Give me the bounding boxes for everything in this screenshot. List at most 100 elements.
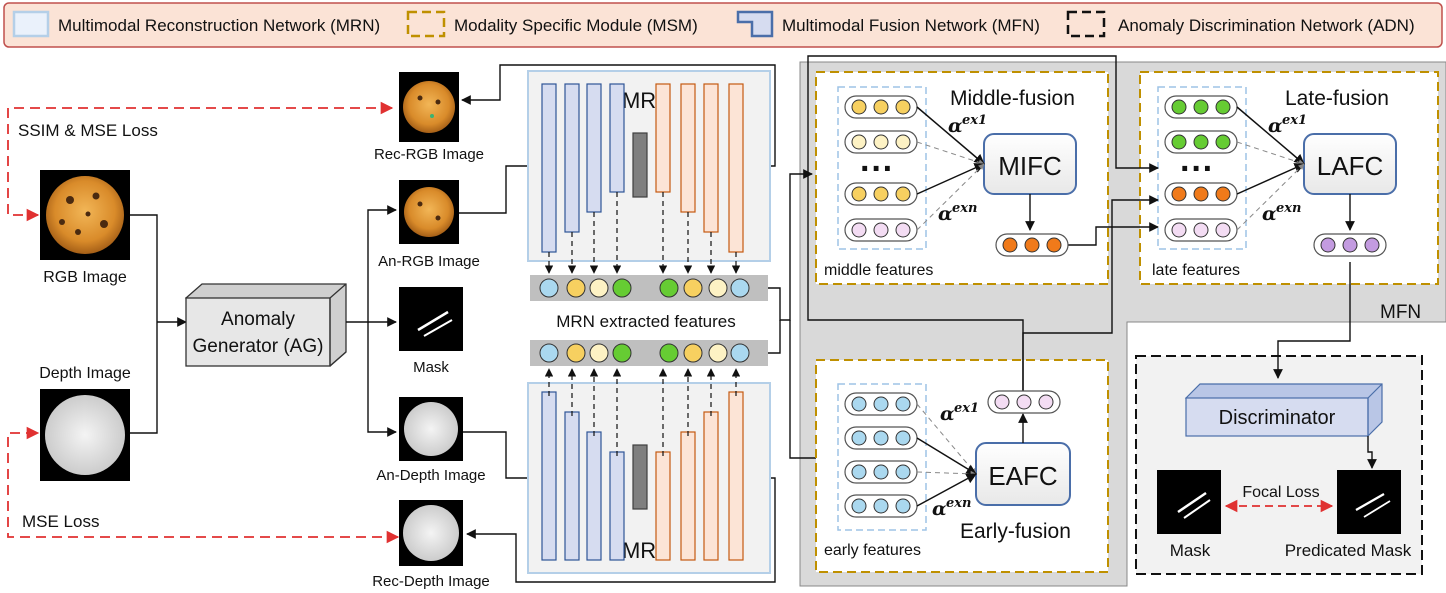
- alpha-label: α: [938, 203, 953, 225]
- feature-dot: [1171, 134, 1187, 150]
- mse-loss-arrow: [7, 426, 400, 544]
- feature-dot: [1215, 134, 1231, 150]
- mifc-label: MIFC: [998, 151, 1062, 181]
- legend-msm-label: Modality Specific Module (MSM): [454, 16, 698, 35]
- feature-dot: [1320, 237, 1336, 253]
- an-rgb-image: [399, 180, 459, 244]
- feature-dot: [612, 278, 632, 298]
- mrn-layer: [655, 451, 671, 561]
- mrn-layer: [728, 391, 744, 561]
- feature-dot: [873, 430, 889, 446]
- fusion-arrow: [1236, 163, 1305, 231]
- legend: Multimodal Reconstruction Network (MRN) …: [3, 2, 1443, 48]
- an-depth-image: [399, 397, 463, 461]
- mrn-layer: [655, 83, 671, 193]
- feature-dot: [708, 343, 728, 363]
- mrn-layer: [564, 83, 580, 233]
- feature-dot: [566, 343, 586, 363]
- mask-label: Mask: [413, 359, 449, 376]
- feature-dot: [612, 343, 632, 363]
- anomaly-generator: [184, 283, 347, 367]
- mrn-layer: [703, 411, 719, 561]
- feature-dot: [851, 498, 867, 514]
- mrn-layer: [564, 411, 580, 561]
- mrn-bottom-layers: [541, 368, 744, 561]
- feature-dot: [1046, 237, 1062, 253]
- feature-dot: [851, 430, 867, 446]
- mrn-layer: [586, 83, 602, 213]
- solid-blue-box-icon: [12, 10, 50, 38]
- feature-dot: [683, 278, 703, 298]
- feature-dot: [1171, 222, 1187, 238]
- legend-mfn-label: Multimodal Fusion Network (MFN): [782, 16, 1040, 35]
- alpha-exponent: exn: [1276, 201, 1301, 216]
- mrn-layer: [609, 451, 625, 561]
- predicted-mask-label: Predicated Mask: [1285, 541, 1412, 560]
- middle-features-label: middle features: [824, 262, 933, 279]
- feature-dot: [566, 278, 586, 298]
- fusion-arrow: [916, 163, 985, 195]
- feature-dot: [994, 394, 1010, 410]
- feature-dot: [895, 498, 911, 514]
- dashed-black-box-icon: [1066, 10, 1106, 38]
- ellipsis-text: ···: [1180, 150, 1214, 188]
- late-fusion-title: Late-fusion: [1285, 87, 1389, 110]
- anomaly-generator-line2: Generator (AG): [193, 336, 324, 357]
- alpha-label: α: [940, 403, 955, 425]
- fusion-arrow: [1236, 106, 1305, 165]
- depth-image-label: Depth Image: [39, 365, 131, 382]
- feature-dot: [1215, 222, 1231, 238]
- an-rgb-label: An-RGB Image: [378, 253, 480, 270]
- rec-rgb-label: Rec-RGB Image: [374, 146, 484, 163]
- feature-dot: [873, 464, 889, 480]
- mrn-layer: [680, 431, 696, 561]
- feature-dot: [873, 396, 889, 412]
- feature-dot: [589, 343, 609, 363]
- feature-dot: [895, 186, 911, 202]
- rgb-image-label: RGB Image: [43, 269, 127, 286]
- fusion-arrow: [1236, 163, 1305, 195]
- feature-dot: [730, 278, 750, 298]
- feature-dot: [873, 134, 889, 150]
- feature-dot: [730, 343, 750, 363]
- early-features-label: early features: [824, 542, 921, 559]
- mse-loss-label: MSE Loss: [22, 512, 99, 531]
- mrn-layer: [541, 83, 557, 253]
- feature-dot: [708, 278, 728, 298]
- feature-dot: [1342, 237, 1358, 253]
- fusion-arrow: [916, 473, 977, 507]
- discriminator-block: [1184, 383, 1383, 437]
- feature-dot: [895, 99, 911, 115]
- mrn-layer: [632, 444, 648, 510]
- dashed-gold-box-icon: [406, 10, 446, 38]
- middle-features-group: [837, 86, 927, 250]
- mrn-feature-dots: [539, 278, 750, 363]
- mrn-layer: [680, 83, 696, 213]
- early-fusion-title: Early-fusion: [960, 520, 1071, 543]
- feature-dot: [851, 186, 867, 202]
- feature-dot: [1215, 99, 1231, 115]
- mrn-layer: [703, 83, 719, 233]
- alpha-label: α: [1262, 203, 1277, 225]
- mask-image: [399, 287, 463, 351]
- alpha-exponent: ex1: [954, 401, 979, 416]
- mfn-label: MFN: [1380, 302, 1421, 323]
- feature-dot: [1193, 186, 1209, 202]
- mrn-layer: [541, 391, 557, 561]
- feature-dot: [873, 498, 889, 514]
- alpha-exponent: ex1: [962, 113, 987, 128]
- anomaly-generator-line1: Anomaly: [221, 309, 295, 330]
- feature-dot: [851, 99, 867, 115]
- feature-dot: [1215, 186, 1231, 202]
- feature-dot: [1193, 99, 1209, 115]
- feature-dot: [683, 343, 703, 363]
- feature-dot: [851, 134, 867, 150]
- feature-dot: [1024, 237, 1040, 253]
- notched-blue-box-icon: [736, 10, 774, 38]
- legend-adn-label: Anomaly Discrimination Network (ADN): [1118, 16, 1415, 35]
- feature-dot: [873, 186, 889, 202]
- feature-dot: [895, 396, 911, 412]
- feature-dot: [1193, 222, 1209, 238]
- feature-dot: [895, 464, 911, 480]
- feature-dot: [1364, 237, 1380, 253]
